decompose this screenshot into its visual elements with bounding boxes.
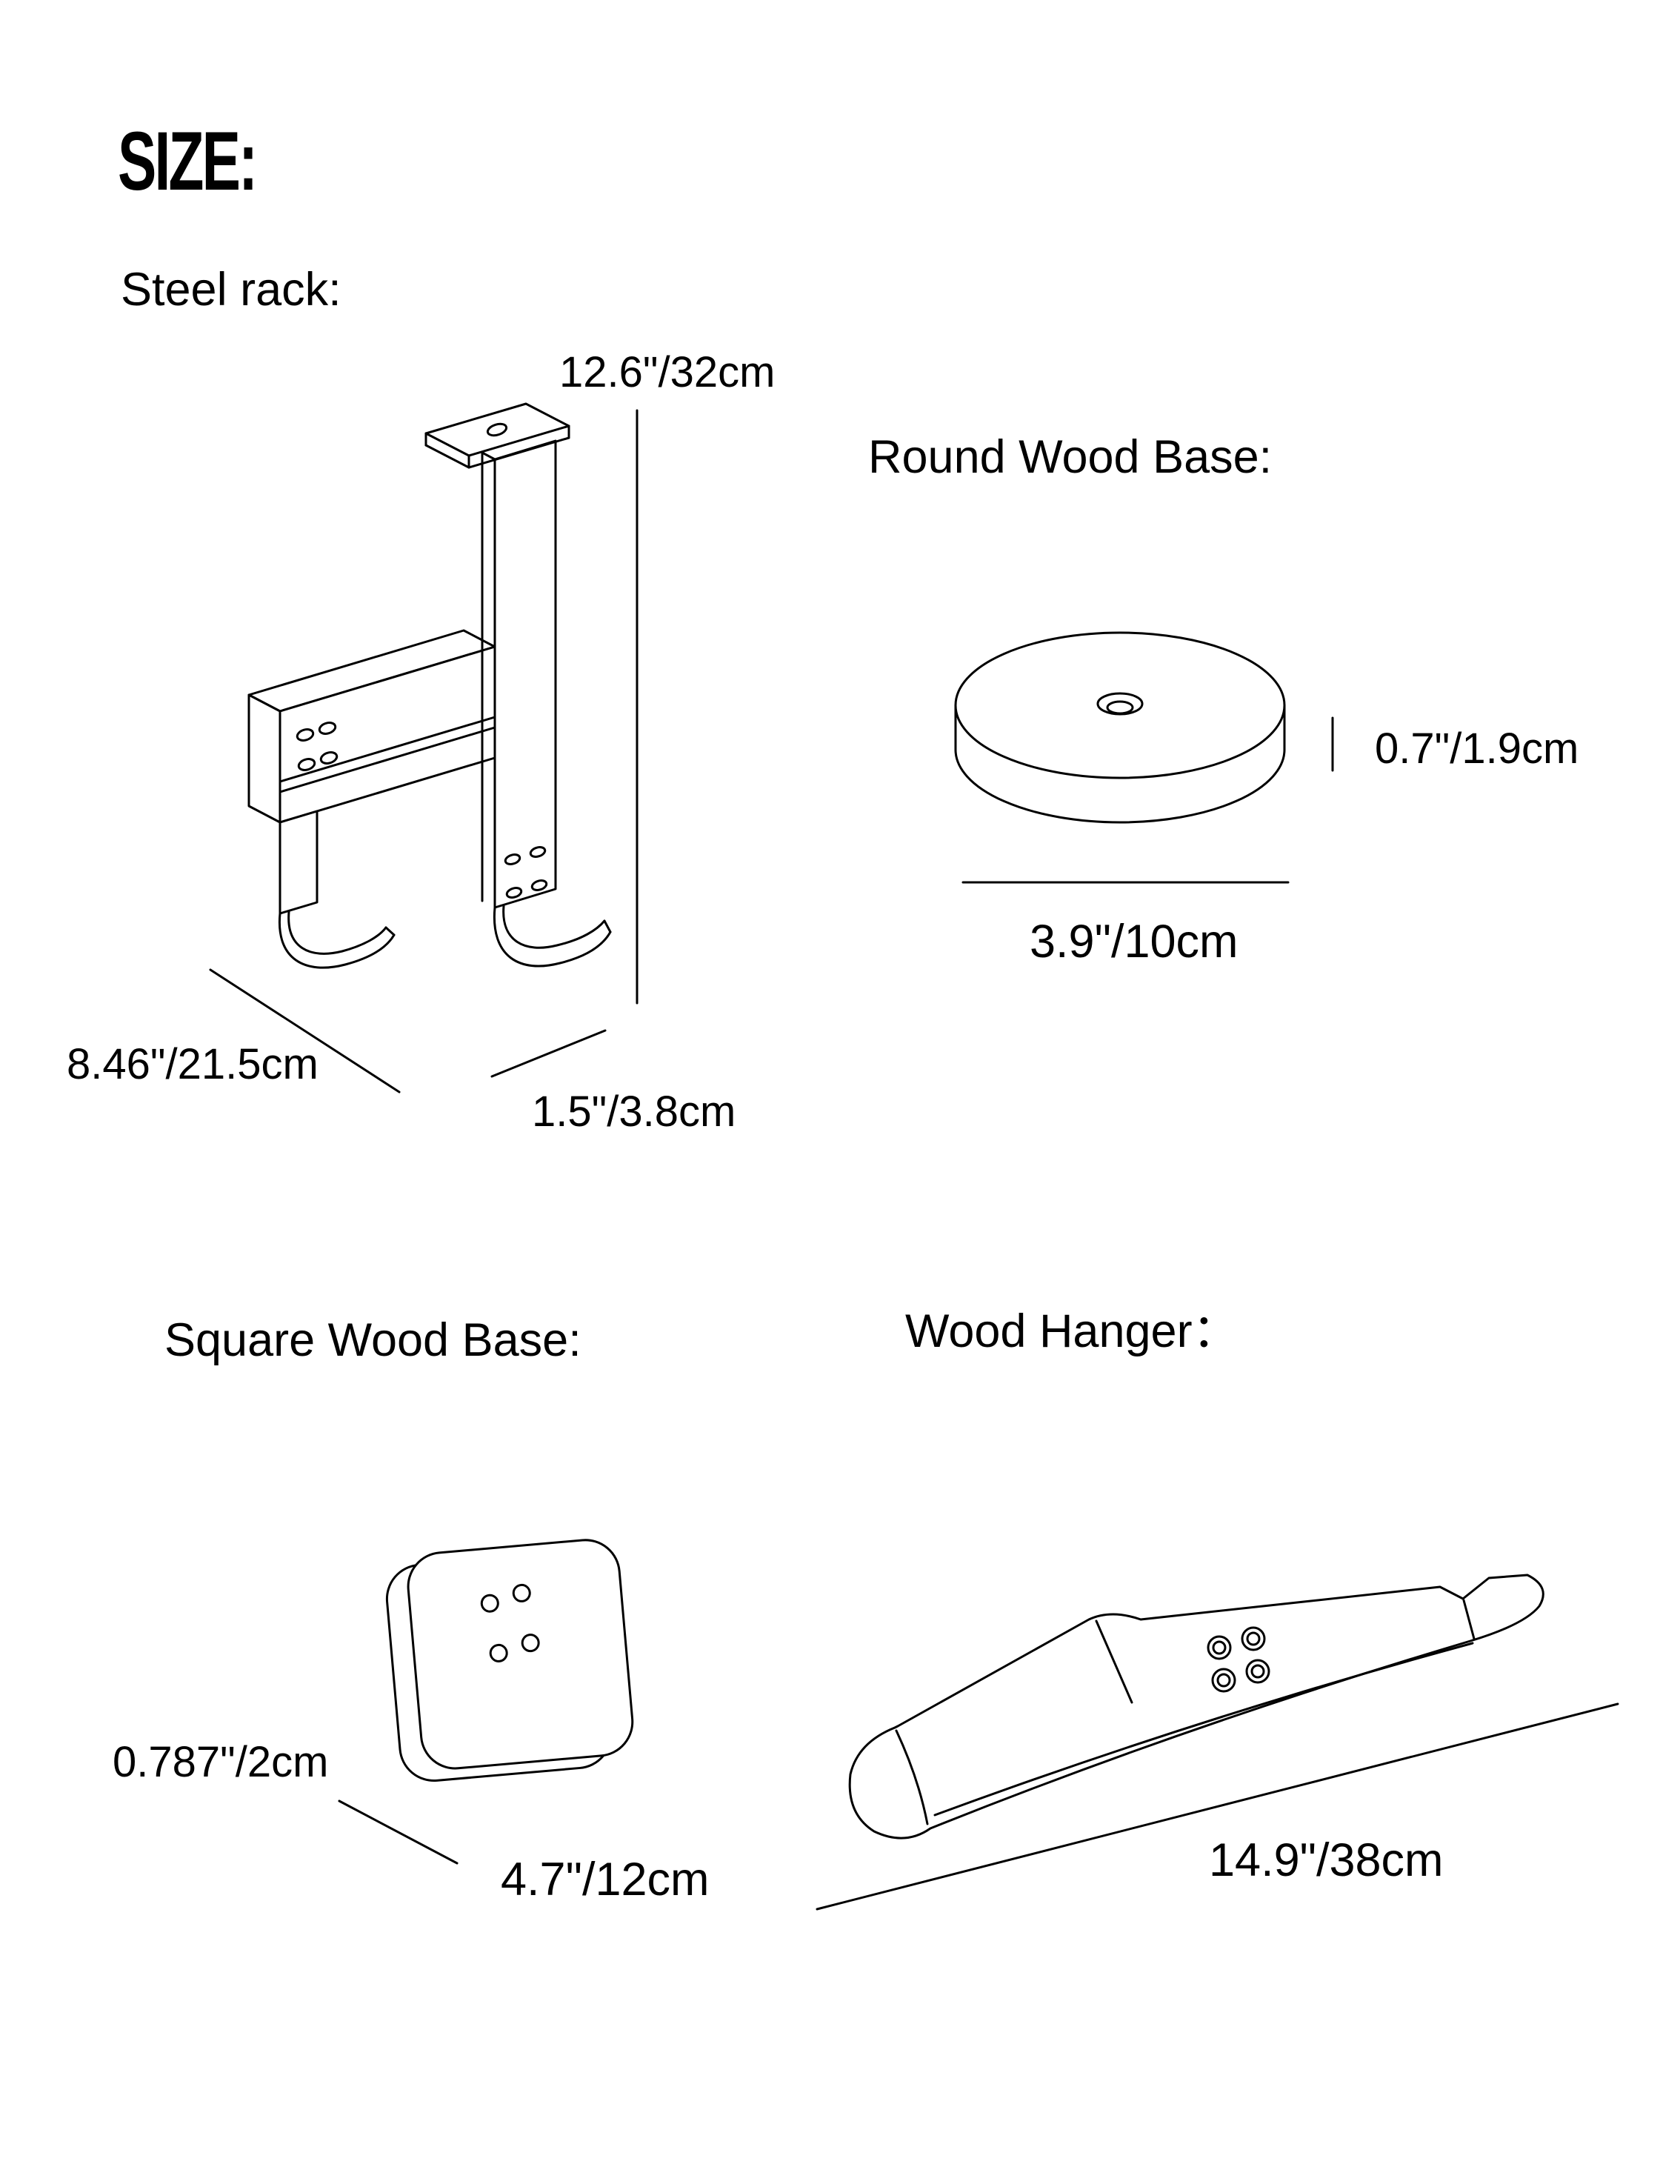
round-base-drawing: [954, 631, 1286, 824]
right-hook-outer: [493, 906, 612, 968]
plate-edge: [467, 436, 570, 469]
round-base-label: Round Wood Base:: [868, 431, 1273, 483]
screw-hole-inner: [1250, 1664, 1265, 1679]
screw-hole: [521, 1634, 540, 1653]
screw-hole-inner: [1216, 1673, 1231, 1688]
strip-back-top: [481, 451, 496, 461]
square-base-drawing: [385, 1539, 634, 1782]
dimension-lines: [209, 409, 1619, 1911]
square-base-label: Square Wood Base:: [164, 1314, 581, 1366]
dim-round-thickness: 0.7"/1.9cm: [1375, 725, 1579, 773]
hanger-notch-line: [1462, 1599, 1476, 1640]
dim-square-thickness: 0.787"/2cm: [113, 1738, 329, 1786]
square-width-line: [338, 1800, 459, 1865]
screw-hole: [319, 751, 339, 765]
steel-rack-drawing: [247, 402, 612, 969]
dim-square-width: 4.7"/12cm: [501, 1854, 710, 1905]
channel-shelf-line: [279, 716, 496, 783]
dim-round-diameter: 3.9"/10cm: [1030, 916, 1239, 968]
wood-hanger-drawing: [848, 1574, 1544, 1840]
steel-width-line: [490, 1029, 607, 1078]
left-hook-tip: [384, 926, 396, 936]
strip-front-face: [493, 439, 557, 909]
screw-hole: [512, 1583, 531, 1602]
screw-hole: [480, 1594, 499, 1613]
left-hook-outer: [278, 912, 396, 969]
wood-hanger-label: Wood Hanger：: [905, 1305, 1239, 1357]
clamp-plate-hole: [486, 422, 508, 437]
dim-hanger-length: 14.9"/38cm: [1209, 1834, 1444, 1886]
left-hook-inner: [287, 910, 387, 955]
disc-bottom-arc: [954, 748, 1286, 824]
screw-hole: [296, 728, 315, 742]
disc-hole-inner: [1106, 700, 1134, 715]
screw-hole: [529, 846, 547, 858]
screw-hole: [530, 879, 548, 891]
dim-steel-width: 1.5"/3.8cm: [532, 1088, 736, 1136]
hanger-bend-line: [1095, 1619, 1133, 1704]
steel-depth-line: [209, 968, 401, 1093]
page-title: SIZE:: [118, 115, 258, 207]
screw-hole: [489, 1643, 508, 1662]
channel-end-face: [247, 693, 281, 824]
plate-edge: [424, 444, 470, 469]
screw-hole: [505, 887, 523, 899]
right-hook-inner: [502, 905, 606, 949]
channel-shelf-edge: [279, 726, 496, 793]
screw-hole-inner: [1246, 1631, 1261, 1646]
hanger-thickness-line: [933, 1642, 1474, 1817]
screw-hole: [318, 722, 337, 735]
screw-hole: [504, 853, 521, 865]
screw-hole-inner: [1212, 1640, 1227, 1655]
hanger-endcap-line: [895, 1729, 929, 1825]
dim-steel-depth: 8.46"/21.5cm: [67, 1040, 319, 1088]
dim-steel-height: 12.6"/32cm: [559, 348, 776, 396]
square-front-face: [407, 1539, 634, 1770]
hanger-outline: [848, 1574, 1544, 1840]
left-drop-member: [279, 810, 319, 915]
steel-rack-label: Steel rack:: [121, 264, 341, 316]
right-hook-tip: [603, 919, 612, 933]
screw-hole: [297, 758, 316, 771]
hanger-length-line: [816, 1702, 1619, 1911]
